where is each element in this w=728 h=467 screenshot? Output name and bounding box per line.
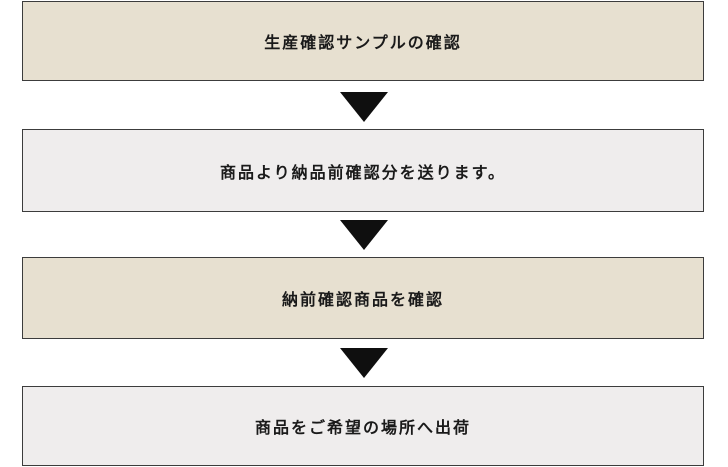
down-arrow-icon <box>340 348 388 378</box>
down-arrow-icon <box>340 92 388 122</box>
step-label: 商品より納品前確認分を送ります。 <box>219 162 507 182</box>
step-box-ship-to-location: 商品をご希望の場所へ出荷 <box>22 386 704 466</box>
step-box-sample-check: 生産確認サンプルの確認 <box>22 1 704 81</box>
step-box-send-pre-delivery: 商品より納品前確認分を送ります。 <box>22 129 704 212</box>
step-label: 商品をご希望の場所へ出荷 <box>254 418 471 437</box>
step-box-confirm-product: 納前確認商品を確認 <box>22 257 704 339</box>
step-label: 生産確認サンプルの確認 <box>264 33 462 52</box>
step-label: 納前確認商品を確認 <box>281 290 444 309</box>
down-arrow-icon <box>340 220 388 250</box>
